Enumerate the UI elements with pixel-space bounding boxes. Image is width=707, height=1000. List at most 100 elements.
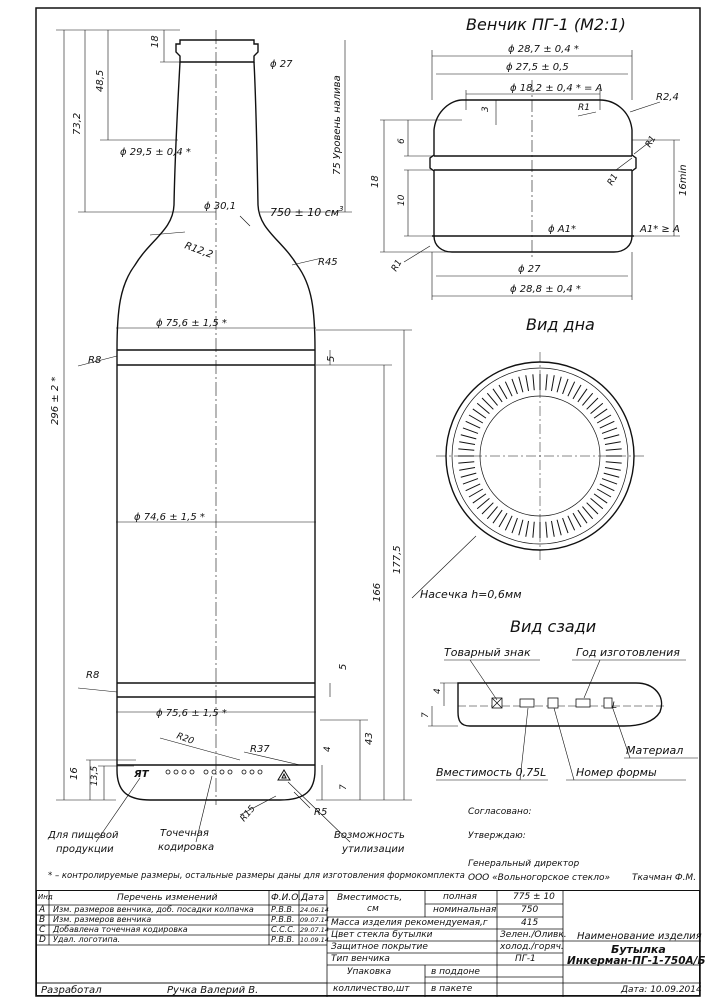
tbl-mass-val: 415 — [521, 918, 539, 928]
dim-h135: 13,5 — [90, 766, 100, 786]
notch-mark — [590, 498, 604, 510]
bottom-labels: Для пищевой продукции Точечная кодировка… — [47, 828, 465, 881]
dim-d27: ϕ 27 — [270, 59, 293, 70]
bottom-leaders — [95, 775, 351, 843]
tbl-name-2: Инкерман-ПГ-1-750А/Б — [567, 955, 706, 967]
dim-r8a: R8 — [88, 355, 101, 366]
notch-mark — [459, 466, 476, 471]
tbl-developer: Разработал — [41, 985, 102, 996]
dim-r5: R5 — [314, 807, 327, 818]
tbl-name-label: Наименование изделия — [577, 931, 702, 942]
bottle-markings: ЯТ — [133, 769, 291, 781]
notch-mark — [582, 392, 594, 406]
dim-r45: R45 — [318, 257, 338, 268]
dim-h18: 18 — [150, 35, 161, 48]
approval-company: ООО «Вольногорское стекло» — [468, 873, 610, 883]
tbl-packet: в пакете — [431, 984, 473, 994]
approval-approved: Утверждаю: — [468, 831, 526, 841]
dim-d74: ϕ 74,6 ± 1,5 * — [134, 512, 205, 523]
tbl-finish: Тип венчика — [331, 954, 390, 964]
tbl-finish-val: ПГ-1 — [515, 954, 536, 964]
title-block: Инд Перечень изменений Ф.И.О. Дата A Изм… — [36, 890, 705, 997]
notch-mark — [572, 512, 582, 528]
notch-mark — [492, 509, 503, 524]
title-bottom-view: Вид дна — [526, 315, 595, 334]
notch-mark — [599, 420, 615, 429]
dim-d275: ϕ 27,5 ± 0,5 — [506, 62, 569, 73]
tbl-capacity-label: Вместимость, — [337, 893, 403, 903]
dim-h10: 10 — [397, 194, 407, 206]
dim-r1b: R1 — [644, 134, 659, 149]
label-notch: Насечка h=0,6мм — [420, 588, 522, 601]
dim-d75b: ϕ 75,6 ± 1,5 * — [156, 708, 227, 719]
tbl-row-ind: C — [39, 925, 46, 935]
dim-d30: ϕ 30,1 — [204, 201, 236, 212]
notch-mark — [459, 441, 476, 446]
tbl-row-date: 09.07.14 — [300, 916, 329, 924]
notch-mark — [460, 434, 477, 440]
notch-mark — [590, 402, 604, 414]
notch-mark — [518, 376, 524, 393]
bottom-view — [436, 352, 644, 560]
notch-mark — [562, 378, 569, 395]
label-dot: Точечная — [160, 828, 209, 839]
dim-h7: 7 — [339, 784, 349, 790]
notch-mark — [577, 509, 588, 524]
dim-r15: R15 — [239, 804, 258, 824]
notch-mark — [604, 466, 621, 471]
dim-h5b: 5 — [338, 664, 349, 670]
dim-r24: R2,4 — [656, 92, 679, 103]
tbl-pallet: в поддоне — [431, 967, 480, 977]
tbl-row-fio: Р.В.В. — [271, 915, 295, 924]
recycle-icon — [277, 769, 291, 781]
notch-mark — [586, 397, 599, 410]
notch-mark — [532, 521, 535, 538]
tbl-nominal-val: 750 — [521, 905, 539, 915]
notch-mark — [465, 420, 481, 429]
dim-d288: ϕ 28,8 ± 0,4 * — [510, 284, 581, 295]
notch-mark — [504, 381, 513, 397]
notch-mark — [532, 374, 535, 391]
tbl-row-date: 10.09.14 — [300, 936, 329, 944]
tbl-h-fio: Ф.И.О. — [271, 893, 302, 903]
notch-mark — [476, 402, 490, 414]
dim-d287: ϕ 28,7 ± 0,4 * — [508, 44, 579, 55]
title-back-view: Вид сзади — [510, 617, 596, 636]
tbl-row-ind: B — [39, 915, 46, 925]
notch-mark — [525, 520, 530, 537]
dim-h296: 296 ± 2 * — [50, 377, 61, 425]
label-trademark: Товарный знак — [444, 646, 531, 659]
notch-mark — [562, 517, 569, 534]
dim-h48: 48,5 — [95, 70, 106, 92]
tbl-row-ind: A — [39, 905, 46, 915]
notch-mark — [601, 478, 618, 485]
tbl-row-text: Изм. размеров венчика, доб. посадки колп… — [53, 905, 254, 914]
notch-mark — [481, 502, 494, 515]
dim-h3: 3 — [481, 106, 491, 112]
dim-back-h7: 7 — [421, 712, 431, 718]
notch-mark — [486, 506, 498, 520]
tbl-full: полная — [443, 892, 477, 902]
dim-volume: 750 ± 10 см3 — [270, 205, 344, 219]
bottle-outline — [116, 39, 316, 801]
finish-dimension-lines — [380, 50, 680, 300]
notch-mark — [525, 375, 530, 392]
notch-mark — [605, 461, 622, 464]
notch-mark — [486, 392, 498, 406]
dim-da1: ϕ A1* — [548, 224, 576, 235]
tbl-mass: Масса изделия рекомендуемая,г — [331, 918, 488, 928]
dim-h43: 43 — [364, 732, 375, 745]
notch-mark — [582, 506, 594, 520]
label-food-2: продукции — [56, 844, 114, 855]
back-view — [457, 682, 663, 727]
notch-mark — [465, 483, 481, 492]
dim-a1ge: A1* ≥ A — [639, 224, 680, 235]
fill-level: 75 Уровень налива — [332, 75, 343, 175]
tbl-full-val: 775 ± 10 — [513, 892, 555, 902]
tbl-row-date: 29.07.14 — [300, 926, 329, 934]
notch-mark — [458, 448, 475, 451]
notch-mark — [550, 375, 555, 392]
notch-mark — [462, 427, 479, 434]
tbl-row-date: 24.06.14 — [300, 906, 329, 914]
